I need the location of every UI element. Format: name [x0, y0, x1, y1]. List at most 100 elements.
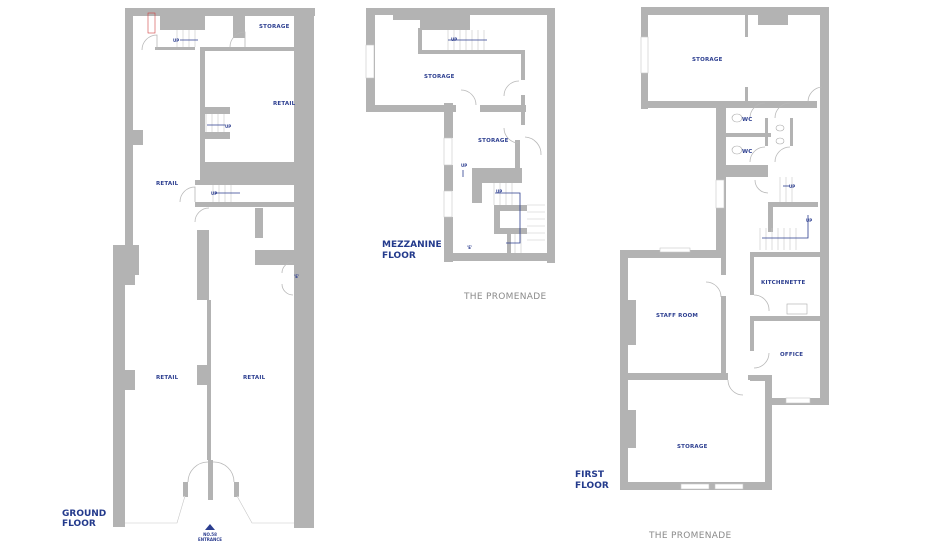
- wall: [366, 8, 554, 15]
- door: [229, 31, 246, 48]
- wall: [620, 250, 725, 258]
- door: [503, 80, 520, 97]
- door: [749, 146, 766, 163]
- door: [807, 86, 823, 103]
- wall: [133, 130, 143, 145]
- wall: [125, 245, 139, 275]
- floor-title: FIRST: [575, 470, 605, 480]
- wall: [418, 50, 524, 54]
- wall: [507, 233, 511, 255]
- wall: [768, 202, 818, 207]
- street-label: THE PROMENADE: [648, 531, 731, 541]
- stairs: [759, 177, 797, 250]
- window: [680, 483, 710, 490]
- door: [503, 127, 520, 144]
- wall: [628, 300, 636, 345]
- wall: [620, 250, 628, 490]
- fire-equipment-icon: [147, 12, 156, 34]
- wall: [294, 8, 314, 528]
- stair-up-label: UP: [461, 163, 467, 168]
- wall: [155, 47, 195, 50]
- stair-up-label: UP: [173, 38, 179, 43]
- ground-floor-plan: STORAGE RETAIL RETAIL RETAIL RETAIL UP U…: [62, 8, 315, 542]
- wall: [790, 118, 793, 146]
- wall: [750, 316, 820, 321]
- door: [281, 261, 294, 296]
- window: [236, 495, 294, 524]
- room-label-retail-back: RETAIL: [273, 101, 296, 107]
- wall: [641, 7, 829, 15]
- floor-title: FLOOR: [575, 481, 609, 491]
- stair-up-label: UP: [806, 218, 812, 223]
- room-label-wc-lower: WC: [742, 149, 753, 155]
- window: [715, 179, 725, 209]
- wall: [721, 250, 726, 275]
- wall: [494, 228, 527, 234]
- door: [774, 102, 791, 119]
- entrance-door: [187, 461, 235, 483]
- stair-arrow-icon: [762, 215, 809, 239]
- wall: [758, 15, 788, 25]
- wall: [641, 101, 817, 108]
- wall: [197, 230, 209, 300]
- wall: [472, 168, 522, 183]
- wall: [494, 205, 500, 233]
- wall: [125, 270, 135, 285]
- wall: [200, 47, 205, 162]
- door: [705, 281, 722, 298]
- wall: [125, 8, 315, 16]
- room-label-storage-top: STORAGE: [692, 57, 723, 63]
- wall: [745, 87, 748, 102]
- wall: [113, 245, 125, 527]
- wall: [765, 375, 772, 490]
- room-label-wc-upper: WC: [742, 117, 753, 123]
- wall: [745, 15, 748, 37]
- room-label-retail-front-right: RETAIL: [243, 375, 266, 381]
- wall: [160, 8, 205, 30]
- wall: [195, 202, 295, 207]
- stairs: [176, 30, 232, 202]
- mezzanine-floor-plan: STORAGE STORAGE UP UP UP 'E' MEZZANINE F…: [365, 8, 555, 302]
- wall: [750, 316, 754, 351]
- stair-up-label: UP: [789, 184, 795, 189]
- kitchen-sink-icon: [786, 303, 808, 315]
- wall: [620, 373, 728, 380]
- wall: [125, 370, 135, 390]
- wall: [444, 103, 453, 138]
- stair-up-label: UP: [225, 124, 231, 129]
- window: [365, 44, 375, 79]
- wall: [420, 15, 470, 30]
- entrance-number: NO.58: [203, 532, 217, 537]
- toilet-icon: [731, 145, 743, 155]
- first-floor-plan: STORAGE WC WC KITCHENETTE STAFF ROOM OFF…: [575, 7, 829, 541]
- wall: [233, 8, 245, 38]
- wall: [183, 482, 188, 497]
- wall: [721, 296, 726, 376]
- toilet-icon: [731, 113, 743, 123]
- exit-marker: 'E': [294, 274, 299, 279]
- wall: [547, 8, 555, 263]
- room-label-retail-upper: RETAIL: [156, 181, 179, 187]
- room-label-storage-front: STORAGE: [677, 444, 708, 450]
- door: [774, 146, 791, 163]
- stair-up-label: UP: [211, 191, 217, 196]
- door: [754, 179, 769, 194]
- wall: [726, 165, 768, 177]
- exit-marker: 'E': [467, 245, 472, 250]
- wall: [255, 250, 295, 265]
- wall: [521, 50, 525, 80]
- stair-up-label: UP: [451, 37, 457, 42]
- floor-title: GROUND: [62, 509, 106, 519]
- wall: [820, 7, 829, 405]
- sink-icon: [775, 124, 785, 132]
- room-label-retail-front-left: RETAIL: [156, 375, 179, 381]
- window: [714, 483, 744, 490]
- wall: [444, 253, 555, 261]
- window: [443, 137, 453, 166]
- room-label-storage-lower: STORAGE: [478, 138, 509, 144]
- door: [753, 352, 770, 369]
- wall: [515, 140, 520, 175]
- wall: [768, 202, 773, 232]
- door: [749, 102, 766, 119]
